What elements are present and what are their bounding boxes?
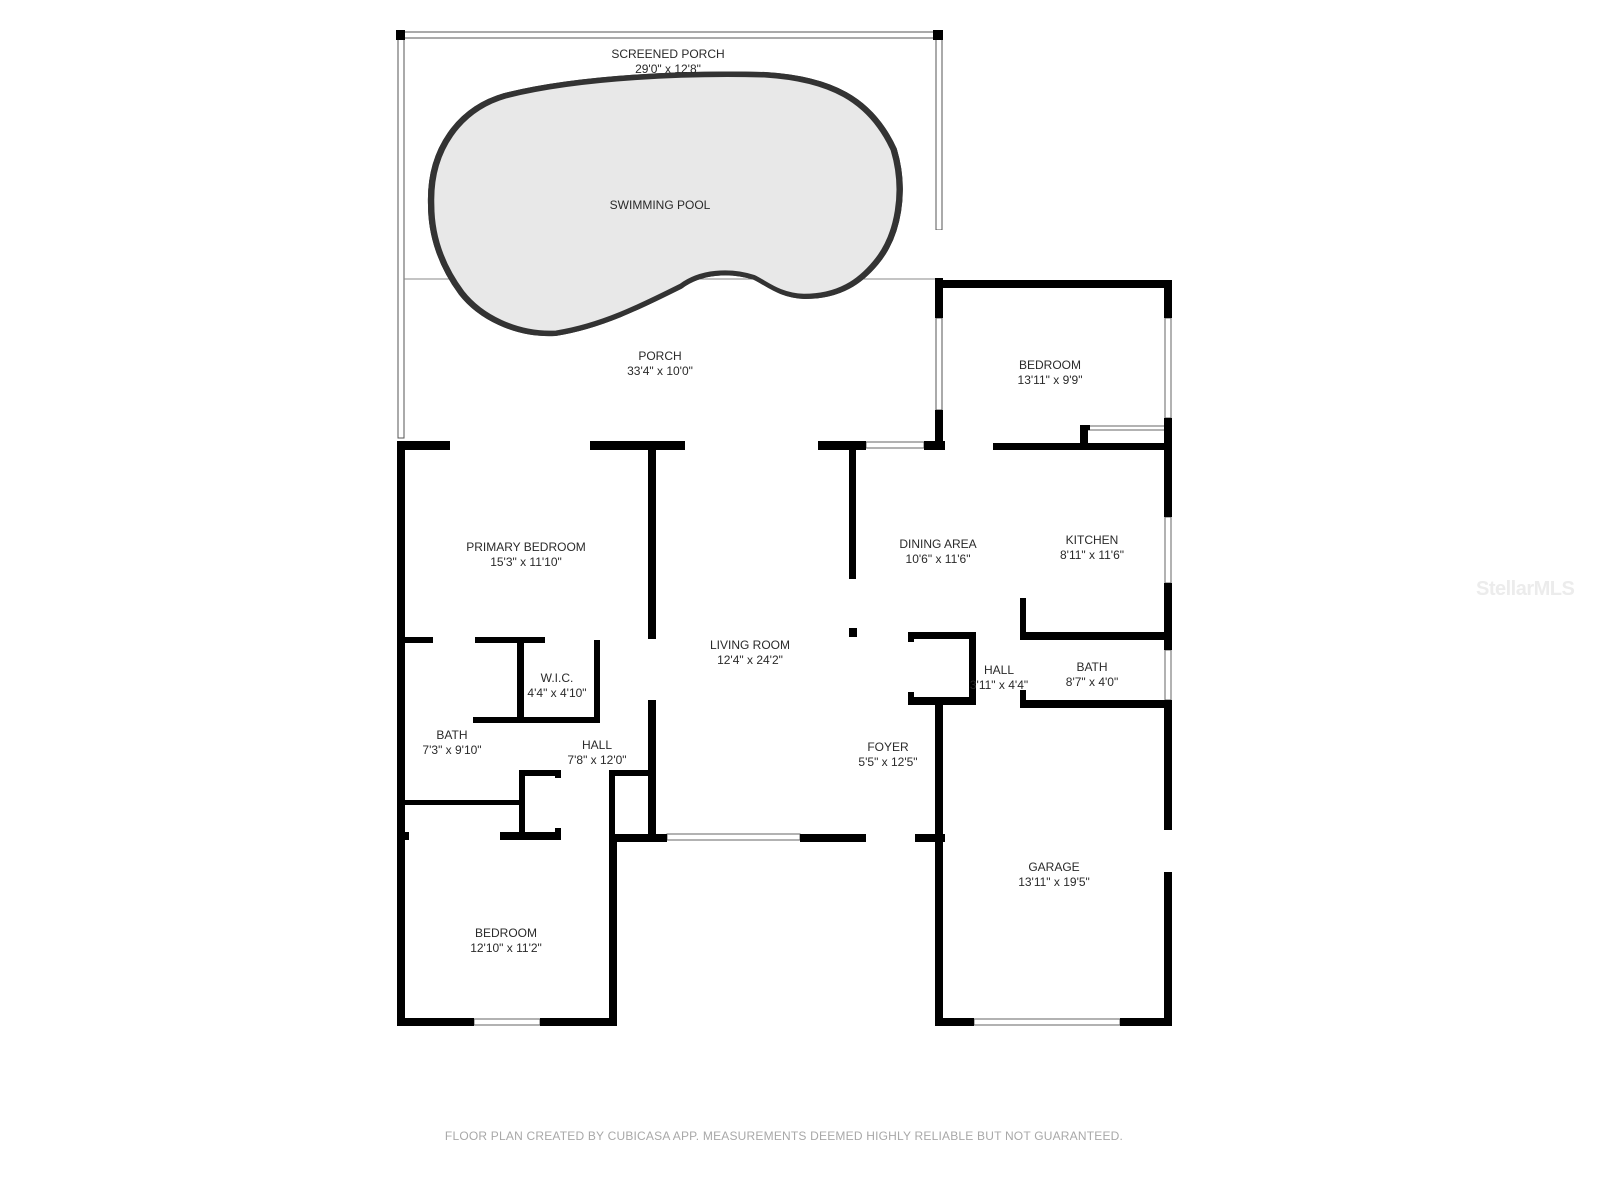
room-label-swimming-pool: SWIMMING POOL bbox=[609, 198, 711, 212]
porch-corners bbox=[396, 30, 943, 40]
swimming-pool bbox=[432, 76, 899, 333]
watermark-logo: StellarMLS bbox=[1476, 578, 1575, 600]
room-label-wic: W.I.C.4'4" x 4'10" bbox=[527, 671, 587, 700]
walls bbox=[397, 230, 1172, 1026]
footer-disclaimer: FLOOR PLAN CREATED BY CUBICASA APP. MEAS… bbox=[444, 1129, 1124, 1143]
